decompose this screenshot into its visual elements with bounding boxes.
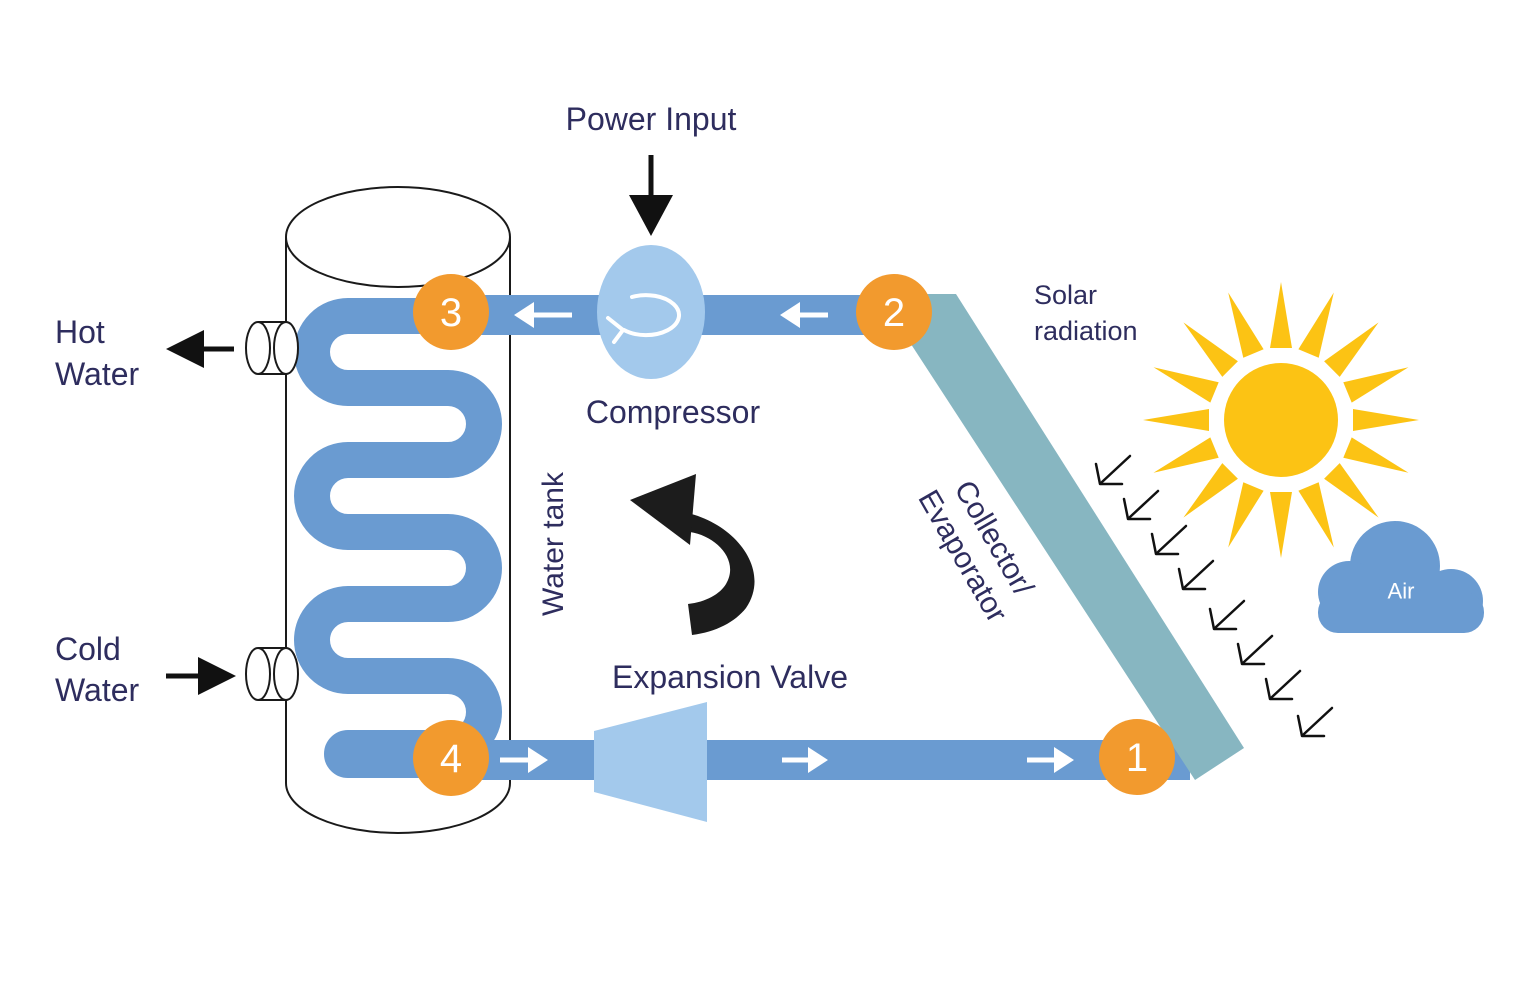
solar-radiation-label-line2: radiation	[1034, 316, 1138, 346]
stage-3-label: 3	[440, 291, 462, 335]
cold-water-label-line2: Water	[55, 672, 140, 708]
cold-water-connector	[245, 647, 299, 701]
cycle-arrow-icon	[630, 474, 755, 635]
sun-ray	[1228, 292, 1264, 358]
compressor-label: Compressor	[586, 394, 761, 430]
sun-icon	[1143, 282, 1419, 558]
rotate-icon	[606, 293, 682, 344]
sun-ray	[1270, 492, 1292, 558]
stage-marker-3: 3	[413, 274, 489, 350]
hot-water-connector	[245, 321, 299, 375]
cloud-icon: Air	[1318, 521, 1484, 633]
sun-ray	[1270, 282, 1292, 348]
flow-arrows	[500, 302, 1074, 773]
sun-ray	[1153, 437, 1219, 473]
sun-ray	[1343, 367, 1409, 403]
radiation-arrow-icon	[1150, 524, 1188, 556]
tank-top	[285, 186, 511, 288]
sun-ray	[1183, 463, 1238, 518]
water-tank-label: Water tank	[537, 471, 570, 616]
flow-arrow-right-icon	[500, 747, 548, 773]
flow-arrow-right-icon	[782, 747, 828, 773]
compressor	[597, 245, 705, 379]
collector-evaporator-panel	[907, 294, 1244, 780]
sun-ray	[1228, 482, 1264, 548]
sun-ray	[1183, 322, 1238, 377]
cold-water-label-line1: Cold	[55, 631, 121, 667]
flow-arrow-left-icon	[514, 302, 572, 328]
stage-marker-4: 4	[413, 720, 489, 796]
cold-water-arrow-icon	[166, 657, 236, 695]
radiation-arrow-icon	[1208, 599, 1246, 631]
stage-4-label: 4	[440, 737, 462, 781]
sun-ray	[1298, 482, 1334, 548]
stage-1-label: 1	[1126, 736, 1148, 780]
power-input-label: Power Input	[566, 101, 737, 137]
sun-ray	[1143, 409, 1209, 431]
air-label: Air	[1388, 579, 1415, 604]
sun-ray	[1324, 322, 1379, 377]
sun-rays	[1143, 282, 1419, 558]
radiation-arrow-icon	[1122, 489, 1160, 521]
flow-arrow-left-icon	[780, 302, 828, 328]
stage-marker-1: 1	[1099, 719, 1175, 795]
radiation-arrow-icon	[1094, 454, 1132, 486]
solar-radiation-arrows	[1094, 454, 1334, 738]
radiation-arrow-icon	[1177, 559, 1215, 591]
tank-coil	[294, 298, 502, 778]
sun-disc	[1224, 363, 1338, 477]
radiation-arrow-icon	[1296, 706, 1334, 738]
hot-water-label-line1: Hot	[55, 314, 105, 350]
solar-radiation-label-line1: Solar	[1034, 280, 1097, 310]
power-input-arrow-icon	[629, 155, 673, 236]
flow-arrow-right-icon	[1027, 747, 1074, 773]
hot-water-label-line2: Water	[55, 356, 140, 392]
compressor-body	[597, 245, 705, 379]
radiation-arrow-icon	[1264, 669, 1302, 701]
expansion-valve	[594, 702, 707, 822]
sun-ray	[1153, 367, 1219, 403]
sun-ray	[1353, 409, 1419, 431]
expansion-valve-label: Expansion Valve	[612, 659, 848, 695]
sun-ray	[1324, 463, 1379, 518]
hot-water-arrow-icon	[166, 330, 234, 368]
sun-ray	[1343, 437, 1409, 473]
stage-2-label: 2	[883, 291, 905, 335]
stage-marker-2: 2	[856, 274, 932, 350]
radiation-arrow-icon	[1236, 634, 1274, 666]
sun-ray	[1298, 292, 1334, 358]
